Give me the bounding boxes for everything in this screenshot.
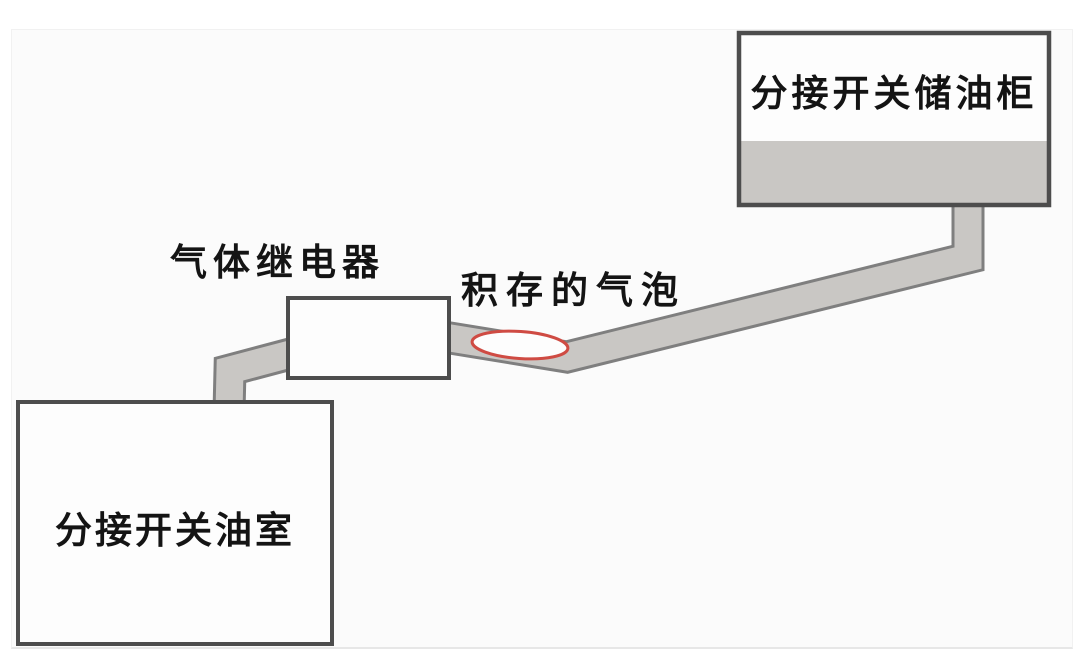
oil-chamber-box — [16, 400, 334, 646]
gas-relay-label: 气体继电器 — [170, 242, 385, 283]
pipe-relay-to-chamber — [215, 339, 298, 413]
oil-chamber-label: 分接开关油室 — [55, 510, 295, 551]
conservator-oil-level — [741, 141, 1047, 203]
gas-relay-box — [286, 296, 451, 380]
accumulated-bubble-label: 积存的气泡 — [461, 270, 686, 311]
conservator-label: 分接开关储油柜 — [750, 73, 1038, 114]
gas-bubble-ellipse — [470, 329, 570, 361]
conservator-box-border — [736, 30, 1052, 208]
